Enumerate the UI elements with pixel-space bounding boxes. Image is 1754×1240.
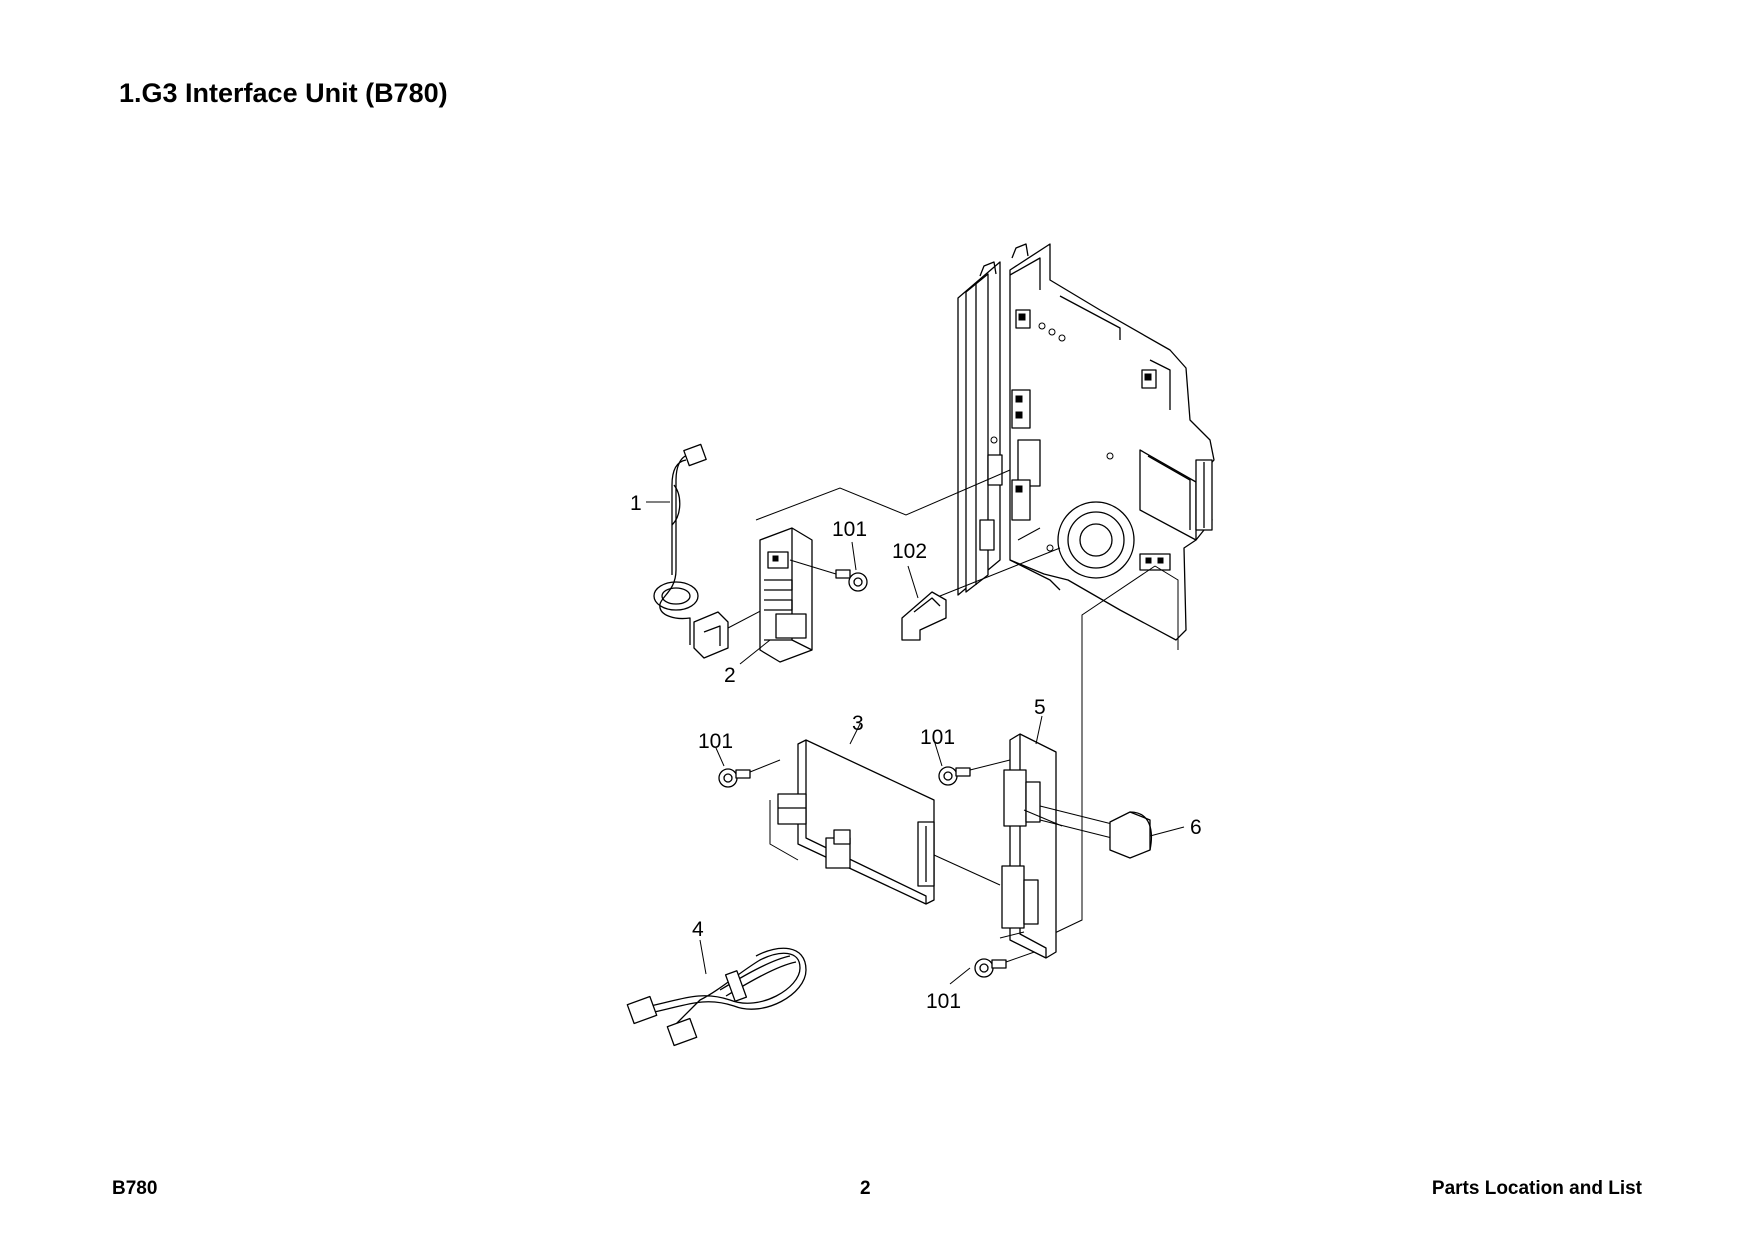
page-title: 1.G3 Interface Unit (B780) [119, 78, 448, 108]
main-frame [957, 243, 1215, 641]
callout-102: 102 [892, 540, 927, 563]
callout-3: 3 [852, 712, 864, 735]
callout-101-left: 101 [698, 730, 733, 753]
screw-101-lower [974, 949, 1041, 978]
part-1-harness [653, 443, 771, 659]
part-5-board [999, 733, 1063, 959]
footer-page-number: 2 [860, 1178, 871, 1199]
screw-101-middle [938, 759, 1011, 786]
callout-2: 2 [724, 664, 736, 687]
part-4-cable [626, 947, 807, 1047]
callout-5: 5 [1034, 696, 1046, 719]
callout-101-middle: 101 [920, 726, 955, 749]
callout-leaders [646, 501, 1185, 985]
assembly-lines [755, 469, 1179, 941]
part-3-board [769, 739, 1001, 905]
part-6-flat-cable [1039, 805, 1153, 859]
callout-101-lower: 101 [926, 990, 961, 1013]
footer-model: B780 [112, 1178, 158, 1199]
callout-1: 1 [630, 492, 642, 515]
part-102-clamp [901, 591, 947, 641]
callout-6: 6 [1190, 816, 1202, 839]
screw-101-left [718, 759, 781, 788]
callout-labels: 1 2 101 102 3 101 101 5 6 4 101 [630, 492, 1202, 1013]
callout-4: 4 [692, 918, 704, 941]
screw-101-upper [789, 559, 868, 592]
footer-section: Parts Location and List [1431, 1178, 1642, 1199]
part-2-bracket [759, 527, 813, 663]
callout-101-upper: 101 [832, 518, 867, 541]
